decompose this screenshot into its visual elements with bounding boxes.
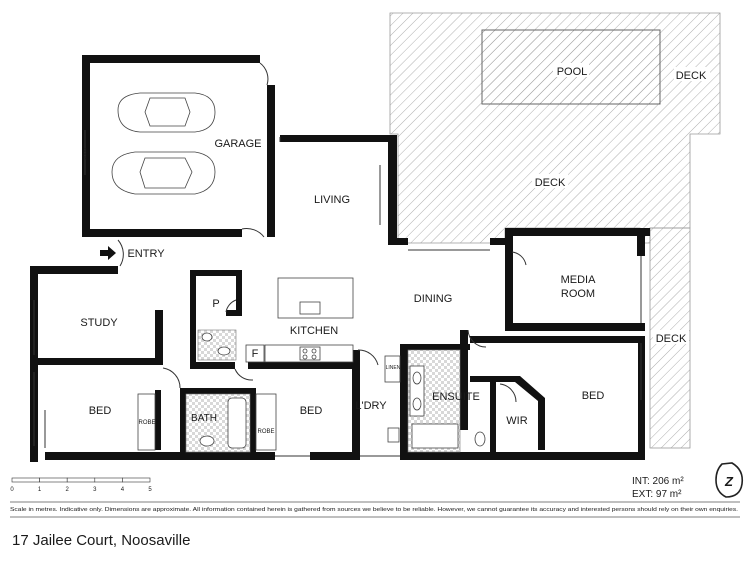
deck-right-label: DECK bbox=[656, 333, 687, 345]
deck-and-pool-area bbox=[389, 12, 721, 449]
deck-mid-label: DECK bbox=[535, 177, 566, 189]
pool-label: POOL bbox=[557, 66, 588, 78]
scale-tick-4: 4 bbox=[121, 487, 125, 493]
car-icon bbox=[111, 151, 216, 195]
deck-top-label: DECK bbox=[676, 70, 707, 82]
kitchen-sink-icon bbox=[299, 301, 321, 315]
door-swings bbox=[117, 62, 527, 403]
external-area: EXT: 97 m² bbox=[632, 489, 682, 500]
shower-icon bbox=[411, 423, 459, 449]
fridge-space bbox=[245, 344, 265, 363]
entry-label: ENTRY bbox=[127, 248, 165, 260]
room-labels: POOL DECK GARAGE LIVING DECK ENTRY STUDY… bbox=[80, 66, 707, 435]
pantry-label: P bbox=[212, 298, 219, 310]
company-logo: Z bbox=[715, 462, 744, 498]
scale-tick-2: 2 bbox=[66, 487, 70, 493]
bathtub-icon bbox=[227, 397, 247, 449]
entry-arrow-icon bbox=[100, 246, 116, 260]
windows bbox=[33, 130, 642, 457]
living-label: LIVING bbox=[314, 194, 350, 206]
logo-letter: Z bbox=[724, 474, 734, 489]
scale-tick-5: 5 bbox=[148, 487, 152, 493]
study-label: STUDY bbox=[80, 317, 118, 329]
pool-label-bg bbox=[553, 63, 589, 77]
toilet-icon bbox=[201, 332, 213, 342]
kitchen-label: KITCHEN bbox=[290, 325, 338, 337]
internal-area: INT: 206 m² bbox=[632, 476, 684, 487]
robe-left-label: ROBE bbox=[138, 420, 155, 426]
disclaimer-text: Scale in metres. Indicative only. Dimens… bbox=[10, 507, 738, 513]
fridge-label: F bbox=[252, 348, 259, 360]
linen-label: LINEN bbox=[386, 365, 401, 371]
bed-right-label: BED bbox=[582, 390, 605, 402]
basin-icon bbox=[217, 346, 231, 356]
linen-shelf bbox=[384, 355, 401, 383]
laundry-label: L'DRY bbox=[355, 400, 387, 412]
car-icon bbox=[117, 92, 216, 133]
bed-left-label: BED bbox=[89, 405, 112, 417]
property-address: 17 Jailee Court, Noosaville bbox=[12, 532, 190, 549]
robe-middle-shelf bbox=[255, 393, 277, 451]
garage-door-label: DOOR bbox=[83, 148, 88, 160]
scale-tick-3: 3 bbox=[93, 487, 97, 493]
dining-label: DINING bbox=[414, 293, 453, 305]
deck-top-label-bg bbox=[674, 67, 710, 81]
toilet-icon bbox=[474, 431, 486, 447]
scale-tick-0: 0 bbox=[10, 487, 14, 493]
robe-middle-label: ROBE bbox=[257, 429, 274, 435]
laundry-tub-icon bbox=[387, 427, 400, 443]
basin-icon bbox=[199, 435, 215, 447]
deck-right-label-bg bbox=[653, 330, 689, 344]
deck-mid-label-bg bbox=[532, 174, 568, 188]
scale-bar: 0 1 2 3 4 5 bbox=[10, 477, 152, 493]
media-room-label-line2: ROOM bbox=[561, 288, 595, 300]
fixtures bbox=[100, 92, 486, 453]
bath-label: BATH bbox=[191, 413, 217, 424]
garage-label: GARAGE bbox=[214, 138, 261, 150]
wir-label: WIR bbox=[506, 415, 527, 427]
scale-tick-1: 1 bbox=[38, 487, 42, 493]
bed-middle-label: BED bbox=[300, 405, 323, 417]
robe-left-shelf bbox=[137, 393, 156, 451]
media-room-label-line1: MEDIA bbox=[561, 274, 597, 286]
ensuite-label: ENSUITE bbox=[432, 391, 480, 403]
